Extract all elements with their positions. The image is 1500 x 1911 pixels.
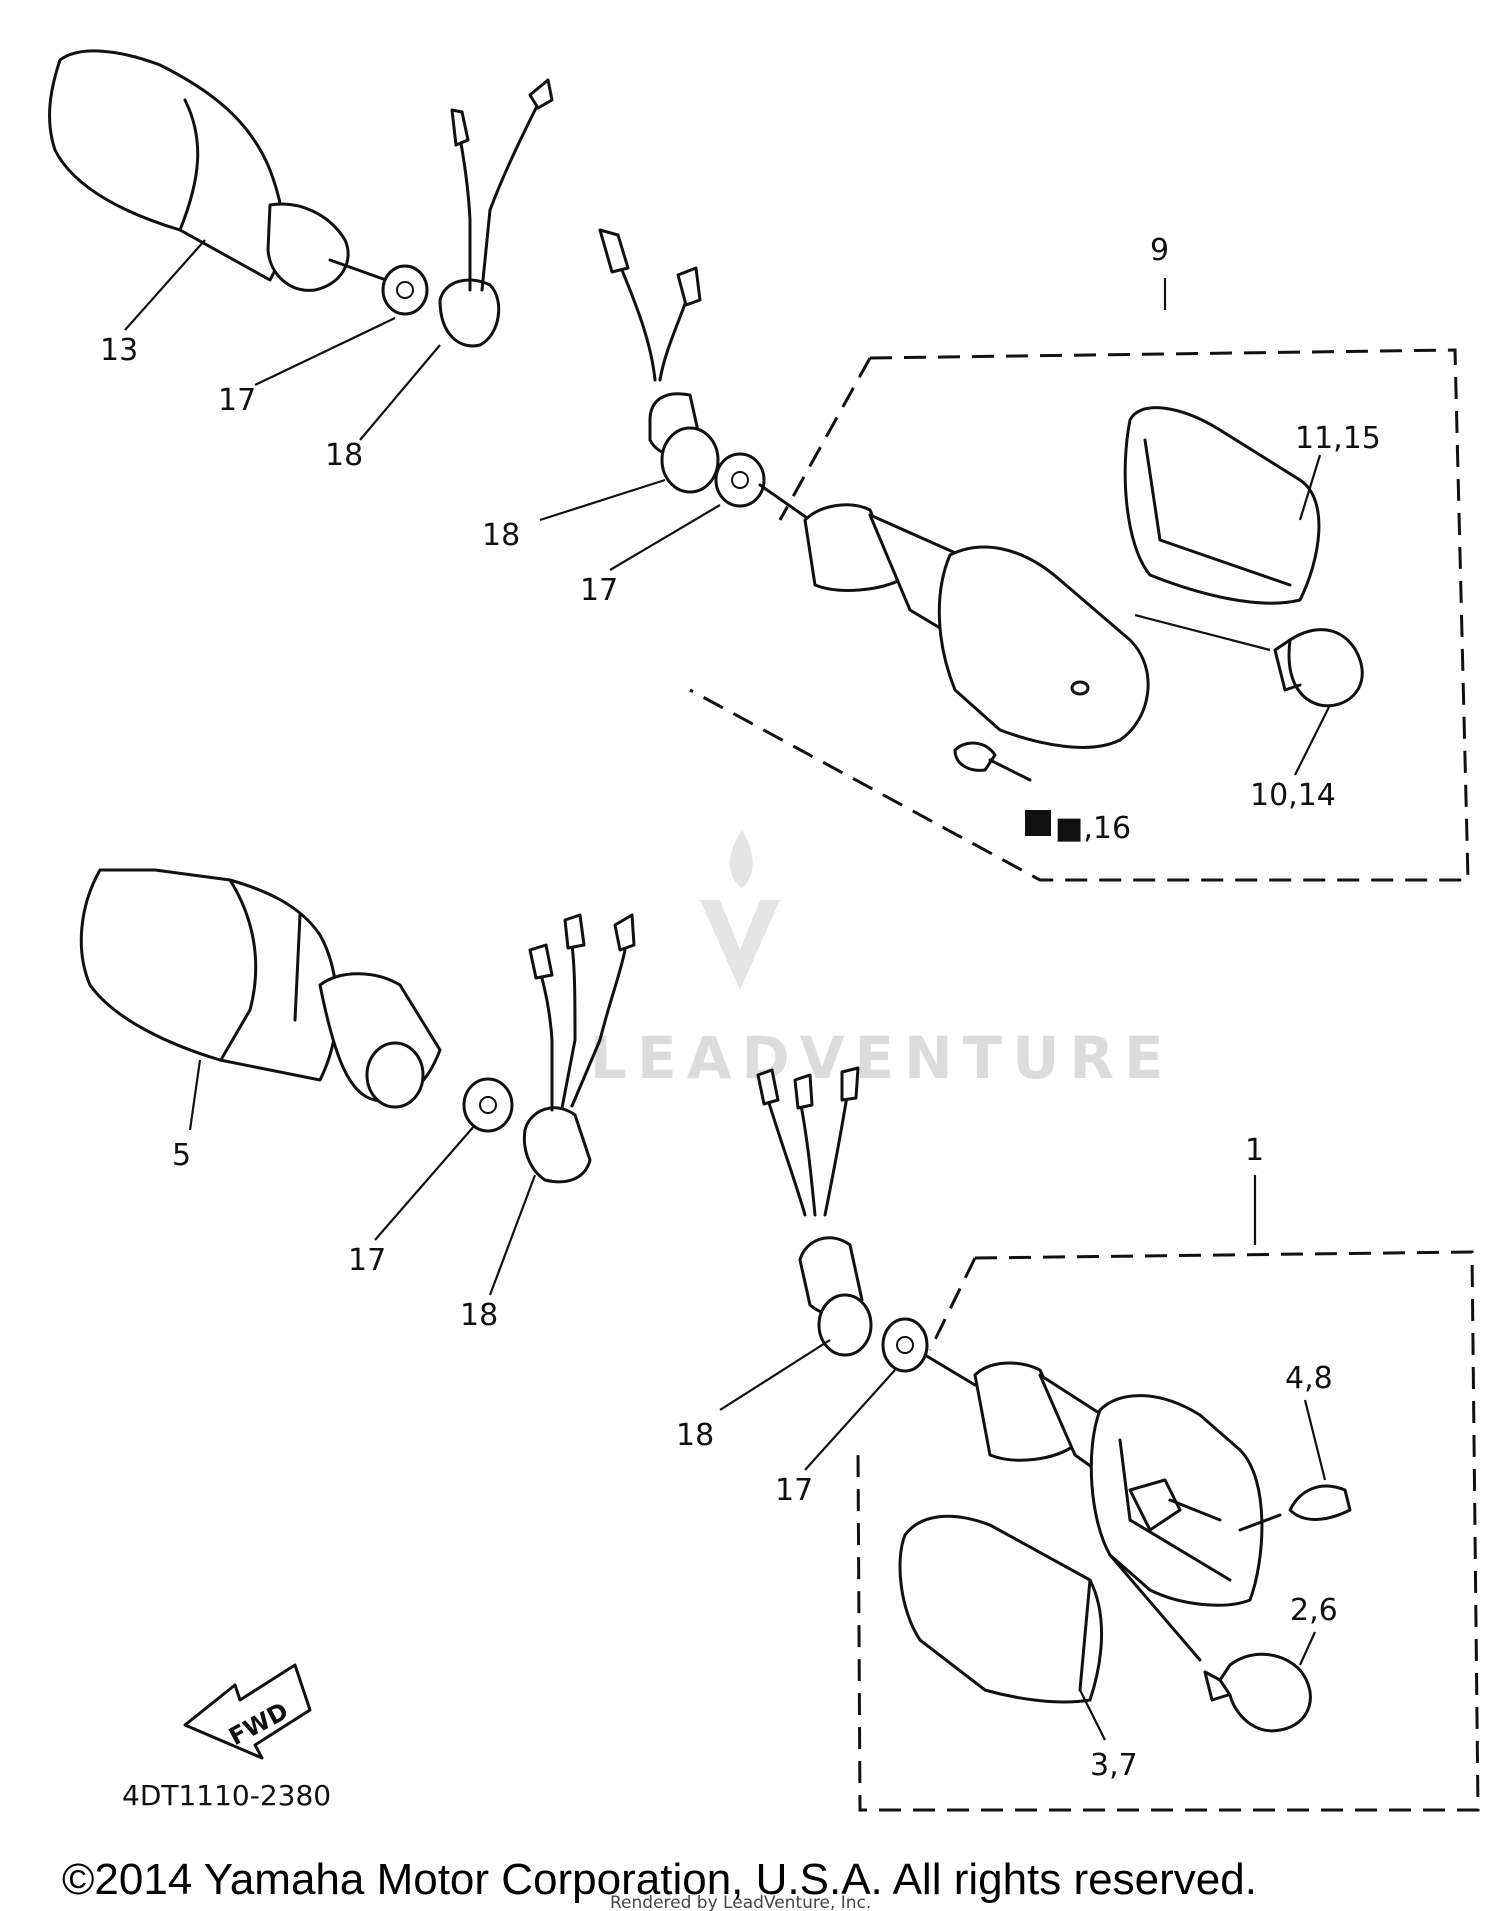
callout-17: 17 (218, 383, 256, 418)
assembly-outline-1 (856, 1250, 1480, 1812)
assembly-outline-9 (689, 348, 1470, 882)
turn-signal-assembly-lower-right (756, 1066, 1352, 1733)
bulb-pictogram (1025, 810, 1051, 836)
callout-11-15: 11,15 (1295, 421, 1381, 456)
callout-5: 5 (172, 1138, 191, 1173)
callout-18: 18 (676, 1418, 714, 1453)
callout-10-14: 10,14 (1250, 778, 1336, 813)
callout-18: 18 (325, 438, 363, 473)
leadventure-watermark: LEADVENTURE (590, 830, 1174, 1092)
callout-17: 17 (580, 573, 618, 608)
callout-9: 9 (1150, 233, 1169, 268)
callout-18: 18 (482, 518, 520, 553)
forward-arrow-icon: FWD (183, 1663, 312, 1760)
callout-18: 18 (460, 1298, 498, 1333)
callout-1: 1 (1245, 1133, 1264, 1168)
callout-17: 17 (775, 1473, 813, 1508)
copyright-notice: ©2014 Yamaha Motor Corporation, U.S.A. A… (62, 1855, 1257, 1904)
callout-12-16: ■,16 (1055, 811, 1131, 846)
callout-3-7: 3,7 (1090, 1748, 1138, 1783)
callout-2-6: 2,6 (1290, 1593, 1338, 1628)
callout-17: 17 (348, 1243, 386, 1278)
turn-signal-assembly-upper-right (598, 228, 1364, 836)
callout-4-8: 4,8 (1285, 1361, 1333, 1396)
watermark-text: LEADVENTURE (590, 1024, 1174, 1092)
rendered-by-credit: Rendered by LeadVenture, Inc. (610, 1893, 871, 1911)
callout-13: 13 (100, 333, 138, 368)
turn-signal-assembly-middle-left (79, 868, 636, 1184)
turn-signal-assembly-upper-left (48, 49, 554, 348)
diagram-code: 4DT1110-2380 (122, 1779, 331, 1812)
